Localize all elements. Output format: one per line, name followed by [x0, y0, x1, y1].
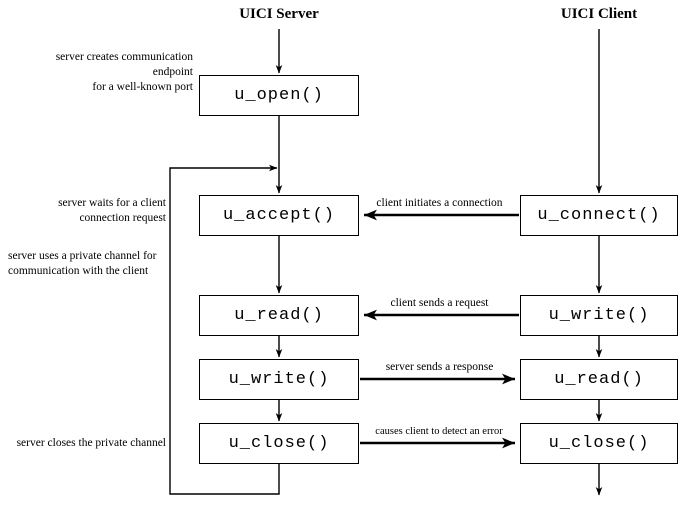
server-box-u-write[interactable]: u_write()	[199, 359, 359, 400]
client-box-u-close[interactable]: u_close()	[520, 423, 678, 464]
client-box-u-connect[interactable]: u_connect()	[520, 195, 678, 236]
server-box-u-read[interactable]: u_read()	[199, 295, 359, 336]
server-box-u-accept[interactable]: u_accept()	[199, 195, 359, 236]
server-box-u-open[interactable]: u_open()	[199, 75, 359, 116]
note-server-waits-for-client: server waits for a client connection req…	[58, 197, 166, 224]
wire-loop-close-to-accept	[169, 164, 280, 495]
note-server-closes-channel: server closes the private channel	[16, 437, 166, 449]
client-box-u-write[interactable]: u_write()	[520, 295, 678, 336]
edge-label-client-initiates-connection: client initiates a connection	[376, 197, 503, 209]
column-title-client: UICI Client	[560, 6, 638, 22]
edge-label-server-sends-response: server sends a response	[385, 361, 494, 373]
column-title-server: UICI Server	[239, 6, 319, 22]
edge-label-client-sends-request: client sends a request	[390, 297, 489, 309]
edge-label-causes-client-error: causes client to detect an error	[375, 426, 503, 437]
server-box-u-close[interactable]: u_close()	[199, 423, 359, 464]
client-box-u-read[interactable]: u_read()	[520, 359, 678, 400]
note-server-creates-endpoint: server creates communication endpoint fo…	[55, 51, 193, 93]
note-server-private-channel: server uses a private channel for commun…	[8, 250, 157, 277]
